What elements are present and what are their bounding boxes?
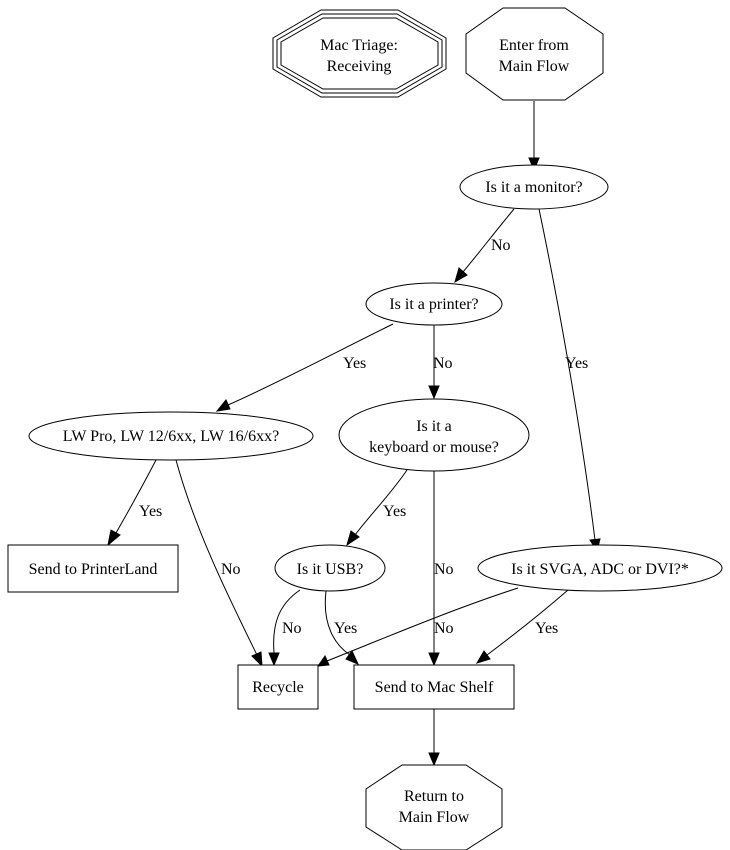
arrowhead: [215, 399, 231, 412]
node-label: Main Flow: [499, 58, 570, 75]
edge-printer-lw: Yes: [215, 323, 394, 412]
edge-kbd-shelf: No: [428, 470, 454, 667]
edge-label: No: [434, 620, 454, 637]
arrowhead: [428, 385, 440, 400]
edge-lw-recycle: No: [175, 459, 263, 668]
node-label: Send to PrinterLand: [29, 561, 158, 578]
edge-lw-printerland: Yes: [107, 459, 162, 547]
edge-label: Yes: [139, 503, 162, 520]
node-label: LW Pro, LW 12/6xx, LW 16/6xx?: [63, 428, 279, 445]
nodes: Mac Triage: Receiving Enter from Main Fl…: [7, 7, 723, 850]
node-printerland[interactable]: Send to PrinterLand: [7, 544, 179, 593]
node-label: Is it a printer?: [389, 296, 478, 313]
node-svga[interactable]: Is it SVGA, ADC or DVI?*: [477, 544, 723, 592]
node-recycle[interactable]: Recycle: [237, 664, 319, 710]
node-label: Is it a monitor?: [485, 179, 582, 196]
edge-label: Yes: [383, 503, 406, 520]
node-label: Recycle: [252, 679, 304, 696]
edge-label: No: [282, 620, 302, 637]
node-lw[interactable]: LW Pro, LW 12/6xx, LW 16/6xx?: [28, 411, 314, 461]
node-enter[interactable]: Enter from Main Flow: [465, 7, 604, 101]
node-title[interactable]: Mac Triage: Receiving: [272, 9, 447, 98]
arrowhead: [528, 157, 540, 172]
node-kbd[interactable]: Is it a keyboard or mouse?: [338, 398, 530, 472]
edge-label: Yes: [535, 620, 558, 637]
arrowhead: [428, 752, 440, 767]
node-label: Enter from: [499, 37, 569, 54]
edge-shelf-return: [428, 709, 440, 767]
arrowhead: [346, 530, 360, 547]
edge-usb-shelf: Yes: [324, 590, 359, 665]
node-label: Main Flow: [399, 809, 470, 826]
edge-enter-monitor: [528, 101, 540, 172]
node-label: Receiving: [327, 58, 392, 75]
edge-label: Yes: [343, 355, 366, 372]
edge-label: No: [434, 561, 454, 578]
node-shelf[interactable]: Send to Mac Shelf: [353, 664, 515, 710]
node-label: Mac Triage:: [320, 37, 398, 54]
edge-label: Yes: [334, 620, 357, 637]
arrowhead: [428, 652, 440, 667]
node-printer[interactable]: Is it a printer?: [365, 282, 503, 326]
edge-svga-shelf: Yes: [475, 589, 569, 664]
node-label: keyboard or mouse?: [369, 439, 499, 456]
edge-label: No: [491, 237, 511, 254]
arrowhead: [107, 529, 121, 547]
arrowhead: [316, 654, 330, 667]
edges: No Yes Yes No Yes No: [107, 101, 601, 767]
edge-svga-recycle: No: [316, 587, 519, 667]
arrowhead: [454, 267, 468, 284]
arrowhead: [268, 652, 280, 667]
node-label: Is it a: [416, 418, 452, 435]
node-usb[interactable]: Is it USB?: [274, 544, 386, 592]
node-label: Send to Mac Shelf: [375, 679, 494, 696]
arrowhead: [475, 650, 491, 664]
edge-usb-recycle: No: [268, 589, 302, 667]
arrowhead: [345, 650, 359, 665]
edge-label: No: [221, 561, 241, 578]
arrowhead: [251, 651, 263, 668]
node-label: Return to: [404, 788, 464, 805]
edge-label: No: [433, 355, 453, 372]
edge-kbd-usb: Yes: [346, 469, 408, 547]
node-label: Is it SVGA, ADC or DVI?*: [511, 561, 689, 578]
node-return[interactable]: Return to Main Flow: [365, 764, 503, 850]
node-label: Is it USB?: [297, 561, 364, 578]
edge-monitor-svga: Yes: [538, 208, 601, 553]
edge-label: Yes: [565, 355, 588, 372]
edge-printer-kbd: No: [428, 325, 453, 400]
edge-monitor-printer: No: [454, 208, 515, 284]
node-monitor[interactable]: Is it a monitor?: [459, 164, 609, 210]
